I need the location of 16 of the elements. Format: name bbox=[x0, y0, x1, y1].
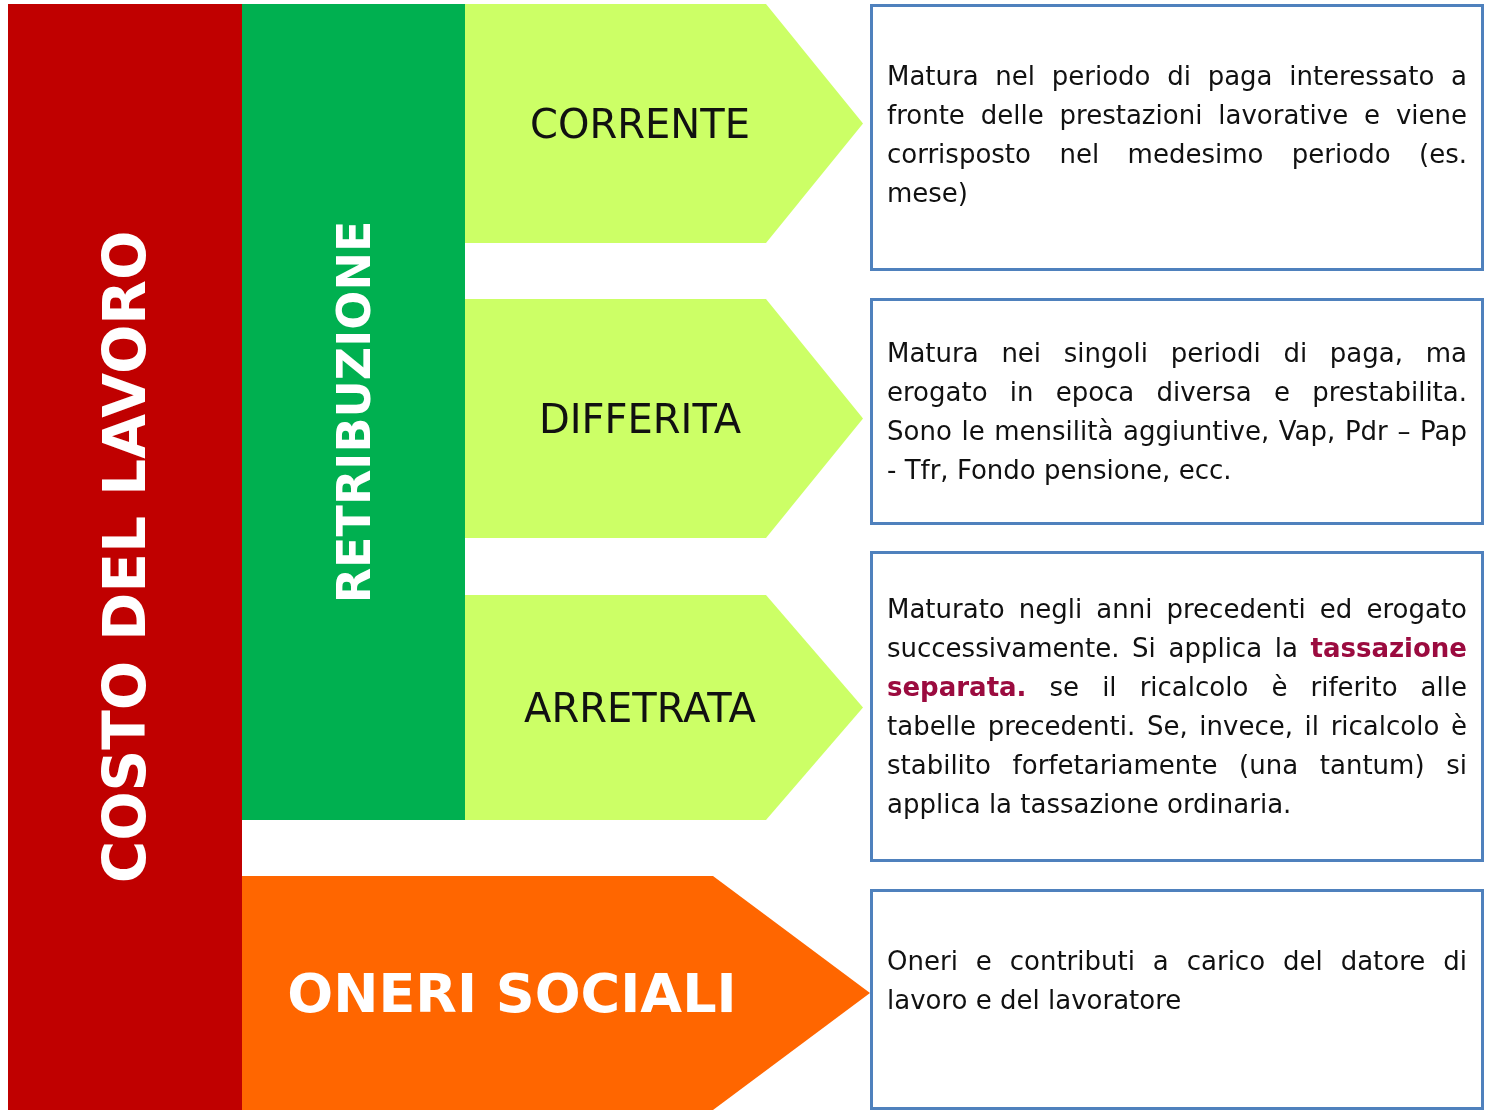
category-label: CORRENTE bbox=[529, 100, 751, 147]
category-label: ARRETRATA bbox=[523, 684, 757, 731]
description-text: Matura nei singoli periodi di paga, ma erogato in epoca diversa e prestabilita. Sono le mensilità aggiuntive, Vap, Pdr – Pap - Tfr, Fondo pensione, ecc. bbox=[887, 336, 1467, 487]
description-box bbox=[870, 551, 1484, 862]
description-text: Matura nel periodo di paga interessato a fronte delle prestazioni lavorative e viene corrisposto nel medesimo periodo (es. mese) bbox=[887, 60, 1467, 210]
description-box bbox=[870, 889, 1484, 1110]
category-label: DIFFERITA bbox=[537, 395, 743, 442]
description-box bbox=[870, 4, 1484, 271]
description-box bbox=[870, 298, 1484, 525]
band-title: COSTO DEL LAVORO bbox=[91, 230, 159, 884]
category-label: ONERI SOCIALI bbox=[286, 961, 738, 1025]
description-text: Maturato negli anni precedenti ed erogato successivamente. Si applica la tassazione separata. se il ricalcolo è riferito alle tabelle precedenti. Se, invece, il ricalcolo è stabilito forfetariamente (una tantum) si applica la tassazione ordinaria. bbox=[887, 592, 1467, 821]
vertical-band bbox=[242, 4, 465, 820]
description-text: Oneri e contributi a carico del datore di lavoro e del lavoratore bbox=[887, 945, 1467, 1017]
vertical-band bbox=[8, 4, 242, 1110]
band-title: RETRIBUZIONE bbox=[326, 220, 381, 604]
